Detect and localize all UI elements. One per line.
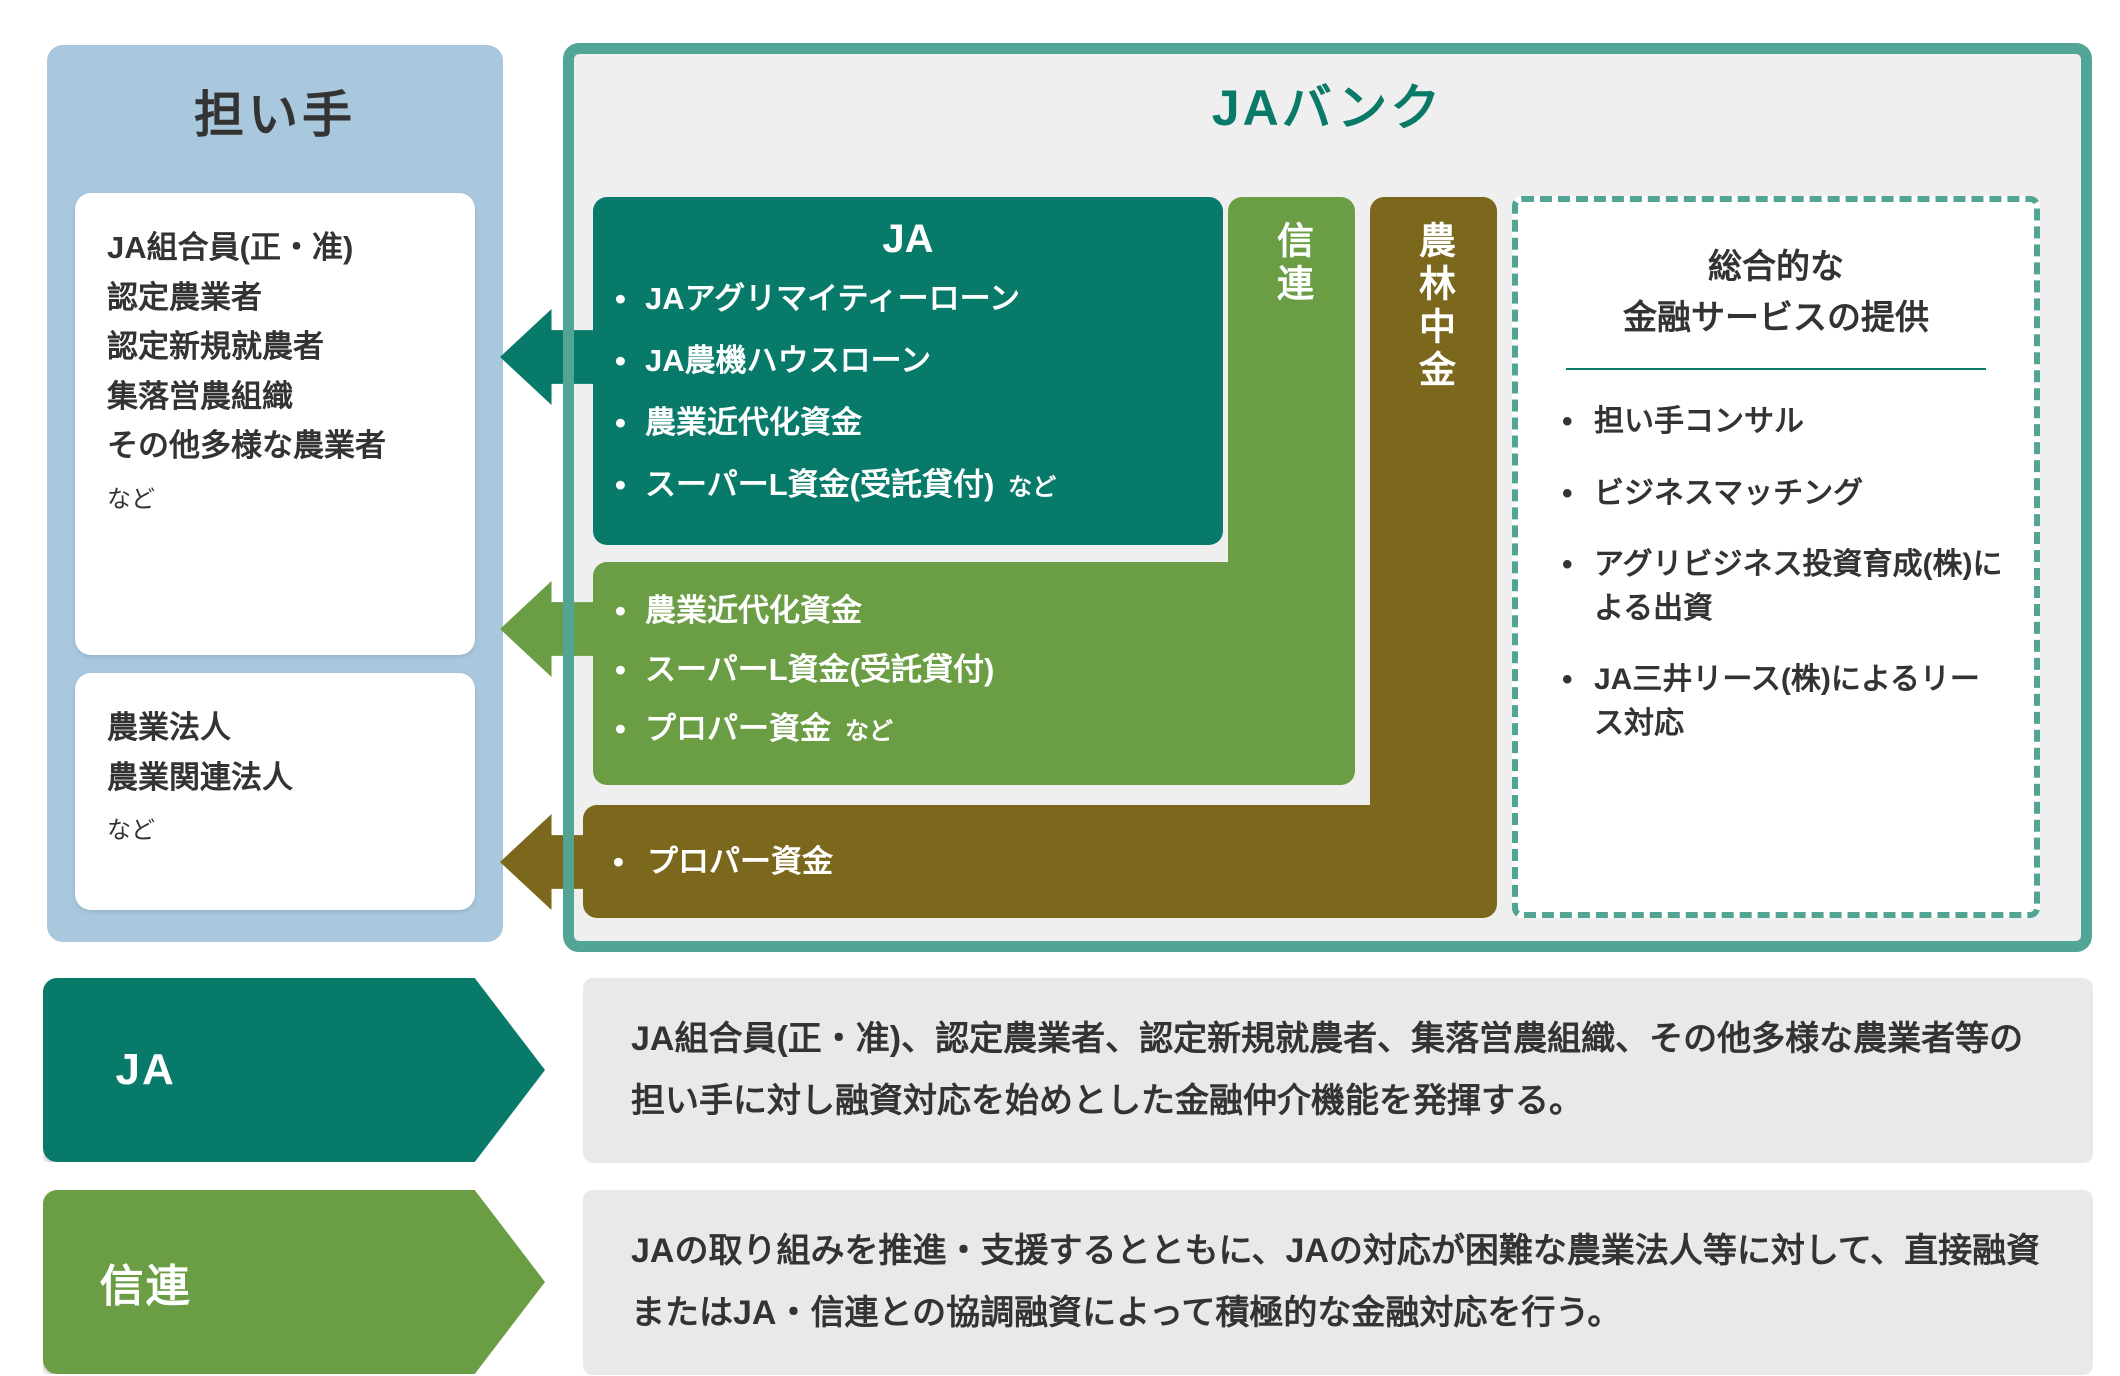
product-item: スーパーL資金(受託貸付)	[593, 649, 1355, 691]
norinchukin-bar-label: 農林中金	[1413, 221, 1455, 393]
ja-box-title: JA	[882, 217, 934, 261]
norinchukin-products-box: プロパー資金	[583, 805, 1497, 918]
services-list: 担い手コンサル ビジネスマッチング アグリビジネス投資育成(株)による出資 JA…	[1548, 400, 2004, 745]
legend-description-ja: JA組合員(正・准)、認定農業者、認定新規就農者、集落営農組織、その他多様な農業…	[583, 978, 2093, 1163]
member-line: 集落営農組織	[107, 378, 293, 414]
member-line: 認定農業者	[107, 279, 262, 315]
legend-label-ja: JA	[43, 978, 545, 1162]
product-item: JAアグリマイティーローン	[593, 278, 1223, 320]
member-line: 認定新規就農者	[107, 329, 324, 365]
services-title-line2: 金融サービスの提供	[1623, 299, 1929, 337]
etc-label: など	[107, 485, 155, 513]
product-item: 農業近代化資金	[593, 590, 1355, 632]
product-item: プロパー資金	[583, 841, 833, 883]
product-item: スーパーL資金(受託貸付)など	[593, 464, 1223, 506]
ja-products-box: JA JAアグリマイティーローン JA農機ハウスローン 農業近代化資金 スーパー…	[593, 197, 1223, 545]
services-title-line1: 総合的な	[1708, 248, 1844, 286]
ja-products-list: JAアグリマイティーローン JA農機ハウスローン 農業近代化資金 スーパーL資金…	[593, 278, 1223, 505]
corporate-line: 農業法人	[107, 710, 231, 745]
member-line: その他多様な農業者	[107, 428, 386, 464]
handler-title: 担い手	[194, 87, 356, 143]
service-item: アグリビジネス投資育成(株)による出資	[1548, 543, 2004, 630]
jabank-title: JAバンク	[1211, 80, 1444, 136]
corporate-box: 農業法人 農業関連法人 など	[75, 673, 475, 910]
handler-panel: 担い手 JA組合員(正・准) 認定農業者 認定新規就農者 集落営農組織 その他多…	[47, 45, 503, 942]
legend-label-shinren: 信連	[43, 1190, 545, 1374]
services-box: 総合的な 金融サービスの提供 担い手コンサル ビジネスマッチング アグリビジネス…	[1512, 196, 2040, 918]
product-item: JA農機ハウスローン	[593, 340, 1223, 382]
shinren-bar-label: 信連	[1271, 221, 1313, 307]
etc-label: など	[107, 817, 155, 845]
services-title: 総合的な 金融サービスの提供	[1548, 242, 2004, 344]
service-item: ビジネスマッチング	[1548, 472, 2004, 516]
member-box: JA組合員(正・准) 認定農業者 認定新規就農者 集落営農組織 その他多様な農業…	[75, 193, 475, 655]
legend-description-shinren: JAの取り組みを推進・支援するとともに、JAの対応が困難な農業法人等に対して、直…	[583, 1190, 2093, 1375]
norinchukin-bar: 農林中金	[1370, 197, 1497, 877]
services-divider	[1566, 368, 1986, 370]
shinren-bar: 信連	[1228, 197, 1355, 617]
service-item: JA三井リース(株)によるリース対応	[1548, 658, 2004, 745]
member-line: JA組合員(正・准)	[107, 230, 354, 265]
product-item: 農業近代化資金	[593, 402, 1223, 444]
service-item: 担い手コンサル	[1548, 400, 2004, 444]
corporate-line: 農業関連法人	[107, 759, 293, 795]
